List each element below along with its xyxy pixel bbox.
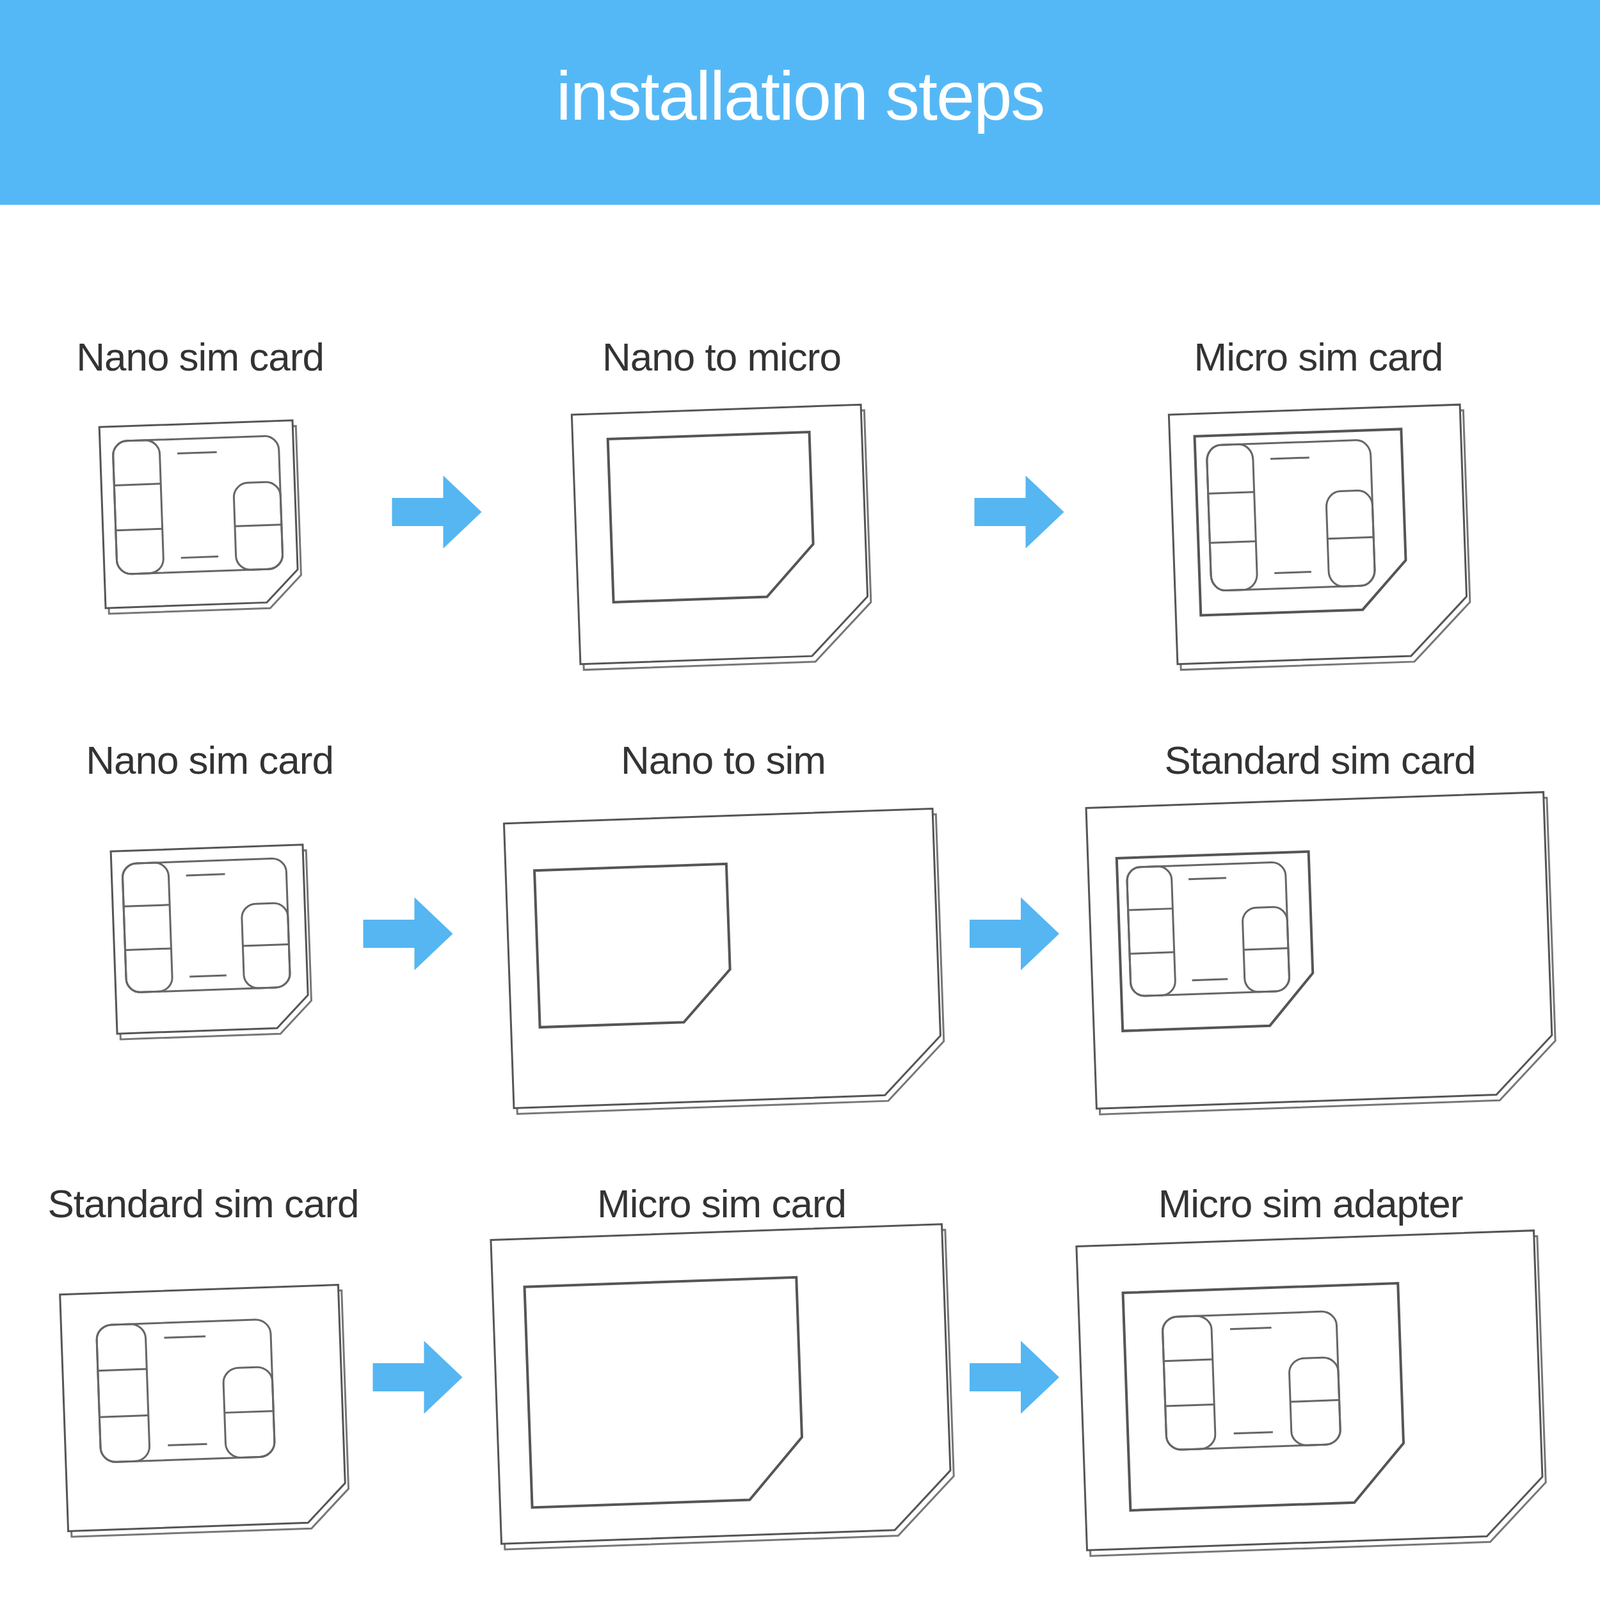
step-arrow — [969, 897, 1060, 971]
sim-card-node: Micro sim card — [486, 1216, 957, 1546]
micro-sim-adapter — [1076, 1230, 1548, 1556]
sim-card-node: Nano sim card — [92, 409, 308, 618]
card-label: Nano to sim — [620, 737, 826, 783]
card-label: Nano sim card — [85, 737, 334, 783]
micro-sim-card — [1168, 404, 1472, 671]
step-arrow — [392, 475, 482, 549]
sim-card-node: Micro sim card — [1161, 396, 1476, 669]
card-label: Micro sim card — [597, 1180, 847, 1227]
standard-sim-card — [1086, 791, 1558, 1115]
sim-card-node: Micro sim adapter — [1072, 1222, 1549, 1552]
standard-sim-card — [60, 1284, 351, 1537]
nano-to-sim-adapter — [503, 808, 946, 1114]
step-arrow — [373, 1340, 463, 1414]
step-arrow — [363, 897, 454, 971]
sim-card-node: Standard sim card — [57, 1273, 349, 1536]
card-label: Nano to micro — [602, 334, 841, 380]
card-label: Micro sim adapter — [1158, 1180, 1464, 1227]
card-label: Nano sim card — [76, 334, 324, 380]
sim-card-node: Nano sim card — [102, 832, 317, 1040]
card-label: Standard sim card — [1164, 737, 1476, 783]
step-arrow — [974, 475, 1065, 549]
micro-to-sim-adapter — [490, 1224, 956, 1550]
step-arrow — [969, 1340, 1060, 1414]
title: installation steps — [0, 0, 1600, 205]
nano-to-micro-adapter — [571, 404, 873, 671]
card-label: Micro sim card — [1193, 334, 1443, 380]
card-label: Standard sim card — [47, 1180, 359, 1227]
sim-card-node: Standard sim card — [1081, 784, 1559, 1111]
nano-sim-card — [110, 844, 313, 1040]
sim-card-node: Nano to sim — [499, 796, 948, 1111]
nano-sim-card — [99, 420, 303, 615]
sim-card-node: Nano to micro — [566, 396, 877, 669]
